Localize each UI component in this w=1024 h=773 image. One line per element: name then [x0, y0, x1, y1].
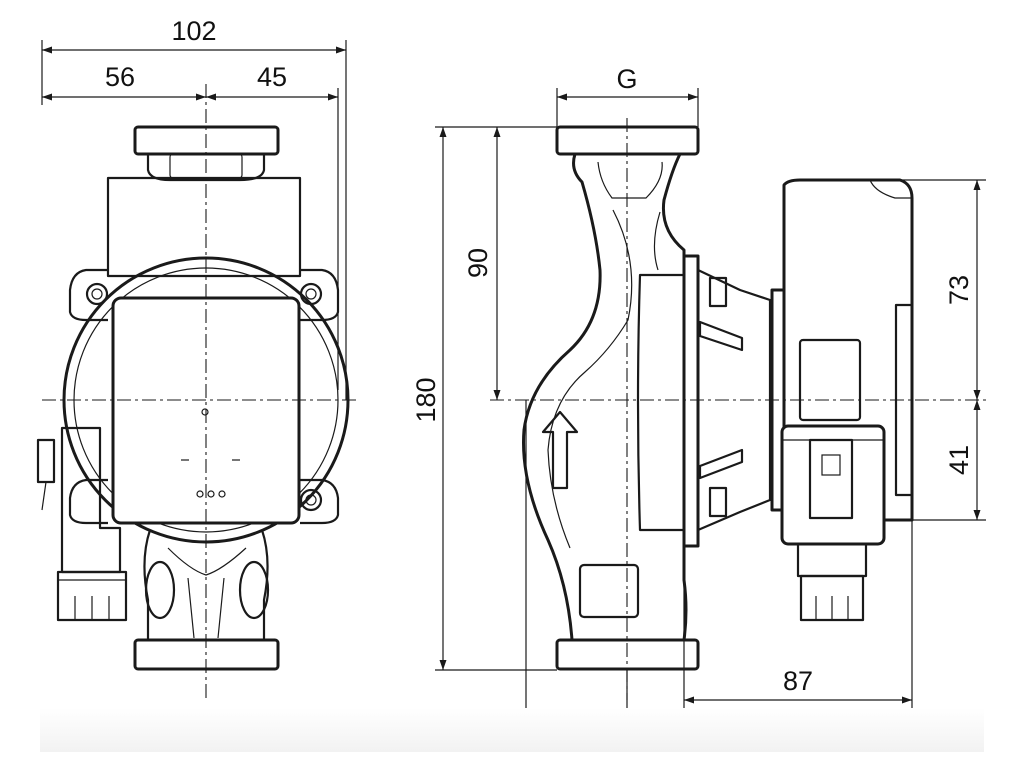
side-connector-box	[780, 424, 886, 546]
button-dot	[218, 490, 226, 498]
button-dot	[196, 490, 204, 498]
connector-latch	[808, 438, 854, 520]
dim-overall-width: 102	[171, 16, 216, 46]
bolt-icon	[85, 282, 109, 306]
front-lower-left-lug	[68, 478, 108, 525]
front-top-neck	[146, 154, 266, 182]
bolt-icon	[299, 488, 323, 512]
led-indicator	[201, 408, 209, 416]
dim-motor-lower: 41	[944, 445, 974, 475]
side-motor-window	[798, 338, 862, 422]
clamp-wedge	[698, 320, 744, 352]
dim-connection-size: G	[616, 64, 637, 94]
dim-upper-height: 90	[463, 248, 493, 278]
side-pump-housing	[636, 273, 686, 532]
dim-total-height: 180	[411, 377, 441, 422]
side-view	[490, 118, 990, 700]
front-lower-right-lug	[300, 478, 340, 525]
rib	[238, 560, 270, 620]
side-inspection-window	[578, 563, 640, 619]
side-pipe-body	[522, 152, 688, 642]
dim-right-width: 45	[257, 62, 287, 92]
clamp-tab	[708, 276, 728, 308]
side-plug-neck	[796, 542, 868, 578]
front-upper-housing	[106, 176, 302, 278]
connector-clip	[36, 438, 56, 484]
bolt-icon	[299, 282, 323, 306]
front-left-lug	[68, 268, 108, 322]
front-view	[36, 84, 358, 700]
dim-motor-upper: 73	[944, 275, 974, 305]
dim-left-width: 56	[105, 62, 135, 92]
side-mounting-plate	[682, 254, 700, 548]
button-dot	[207, 490, 215, 498]
rib	[144, 560, 176, 620]
flow-arrow-icon	[541, 410, 579, 490]
clamp-tab	[708, 486, 728, 518]
background-fade	[40, 708, 984, 752]
clamp-wedge	[698, 448, 744, 480]
dim-depth-to-box: 87	[783, 666, 813, 696]
